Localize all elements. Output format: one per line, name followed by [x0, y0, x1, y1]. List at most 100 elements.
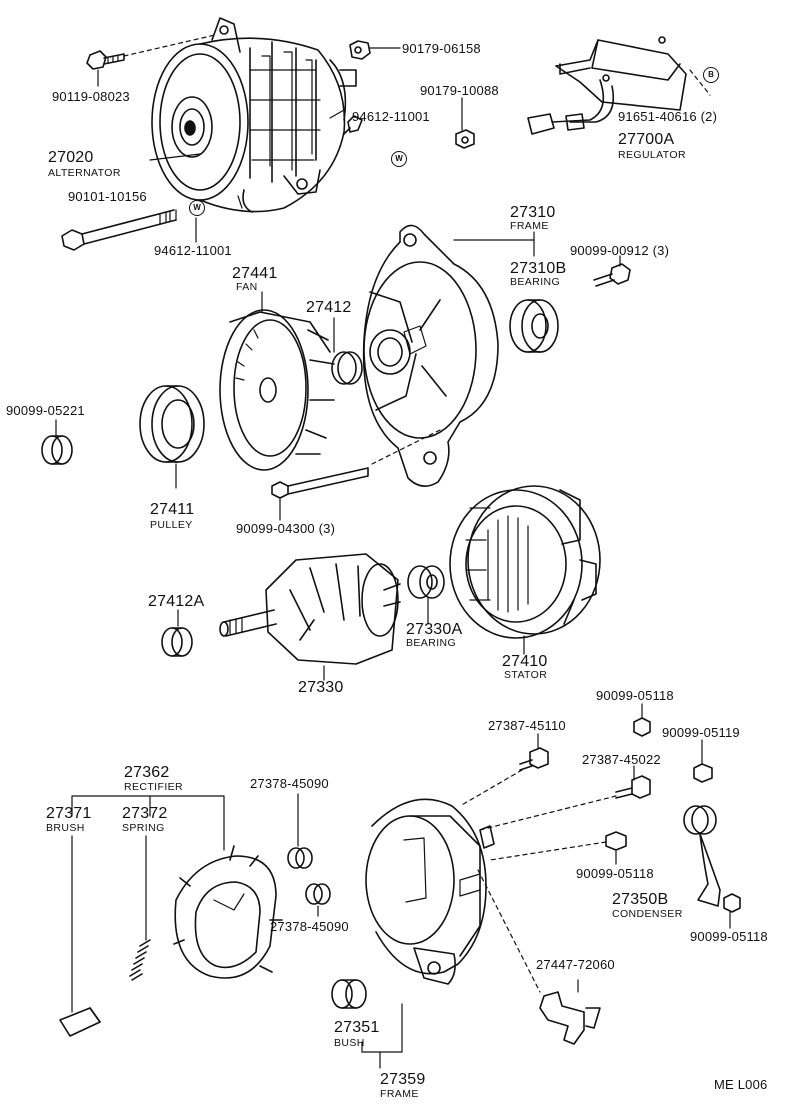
bush-27378-45090-top: [287, 847, 313, 869]
washer-marker-icon: W: [189, 200, 205, 216]
leader-line: [361, 1003, 403, 1069]
drive-end-frame-27310: [362, 224, 499, 487]
part-number-label: 27410: [502, 653, 548, 670]
leader-line: [123, 34, 216, 57]
nut-90099-05221: [41, 435, 73, 465]
part-number-label: 27441: [232, 265, 278, 282]
stud-27387-45110: [519, 747, 549, 771]
spacer-27412: [331, 351, 363, 385]
leader-line: [489, 841, 607, 861]
part-number-label: 94612-11001: [352, 109, 430, 124]
part-name-label: REGULATOR: [618, 149, 686, 161]
part-number-label: 90119-08023: [52, 89, 130, 104]
part-number-label: 27387-45022: [582, 752, 661, 767]
bearing-27310b: [509, 299, 559, 353]
leader-line: [689, 69, 711, 96]
bush-27351: [331, 979, 367, 1009]
part-name-label: STATOR: [504, 669, 548, 681]
rotor-27330: [219, 553, 401, 665]
part-number-label: 27359: [380, 1071, 426, 1088]
part-number-label: 90099-05118: [596, 688, 674, 703]
regulator-27700a: [527, 36, 687, 135]
part-name-label: PULLEY: [150, 519, 193, 531]
leader-line: [149, 153, 201, 161]
spring-27372: [129, 939, 151, 981]
part-number-label: 27447-72060: [536, 957, 615, 972]
nut-90099-05118-right: [723, 893, 741, 913]
part-number-label: 27330A: [406, 621, 463, 638]
leader-line: [479, 795, 617, 831]
part-name-label: CONDENSER: [612, 908, 683, 920]
part-number-label: 27310B: [510, 260, 567, 277]
bearing-27330a: [407, 565, 445, 599]
terminal-clip: [343, 115, 363, 135]
part-number-label: 27378-45090: [250, 776, 329, 791]
part-number-label: 27412A: [148, 593, 205, 610]
insulator-90099-05118-top: [633, 717, 651, 737]
connector-marker-icon: B: [703, 67, 719, 83]
part-name-label: FRAME: [380, 1088, 419, 1100]
part-number-label: 90179-10088: [420, 83, 499, 98]
terminal-plate-27447-72060: [539, 991, 601, 1045]
long-bolt-90101-10156: [61, 209, 177, 251]
stud-27387-45022: [615, 775, 651, 799]
part-number-label: 27362: [124, 764, 170, 781]
bolt-90119-08023: [86, 50, 125, 70]
part-number-label: 90099-05119: [662, 725, 740, 740]
diagram-code: ME L006: [714, 1077, 768, 1092]
leader-line: [329, 109, 345, 119]
through-bolt-90099-04300: [271, 467, 369, 499]
part-number-label: 27387-45110: [488, 718, 566, 733]
rear-frame-27359: [365, 798, 495, 985]
part-number-label: 27378-45090: [270, 919, 349, 934]
stator-27410: [449, 485, 601, 639]
part-number-label: 27412: [306, 299, 352, 316]
nut-90179-10088: [455, 129, 475, 149]
alternator-assembly: [151, 17, 357, 213]
part-number-label: 90099-05221: [6, 403, 85, 418]
rectifier-27362: [173, 845, 283, 979]
part-number-label: 90099-05118: [576, 866, 654, 881]
part-number-label: 27020: [48, 149, 94, 166]
part-number-label: 27310: [510, 204, 556, 221]
part-name-label: RECTIFIER: [124, 781, 184, 793]
leader-line: [71, 795, 225, 851]
part-name-label: BEARING: [510, 276, 561, 288]
leader-line: [453, 231, 535, 257]
part-number-label: 27411: [150, 501, 195, 518]
part-name-label: FAN: [236, 281, 258, 293]
part-number-label: 27351: [334, 1019, 380, 1036]
part-number-label: 27700A: [618, 131, 675, 148]
part-number-label: 90099-04300 (3): [236, 521, 336, 536]
fan-27441: [219, 309, 335, 471]
part-name-label: FRAME: [510, 220, 549, 232]
part-number-label: 91651-40616 (2): [618, 109, 718, 124]
nut-90099-05118-mid: [605, 831, 627, 851]
part-name-label: BUSH: [334, 1037, 365, 1049]
leader-line: [459, 769, 523, 807]
part-number-label: 27371: [46, 805, 92, 822]
part-number-label: 90099-00912 (3): [570, 243, 670, 258]
screw-90099-00912: [593, 263, 631, 287]
part-number-label: 90101-10156: [68, 189, 147, 204]
part-name-label: SPRING: [122, 822, 165, 834]
part-number-label: 27330: [298, 679, 344, 696]
condenser-27350b: [683, 805, 721, 907]
part-name-label: ALTERNATOR: [48, 167, 121, 179]
bush-27378-45090-bottom: [305, 883, 331, 905]
washer-marker-icon: W: [391, 151, 407, 167]
insulator-90099-05119: [693, 763, 713, 783]
part-number-label: 90099-05118: [690, 929, 768, 944]
part-number-label: 27372: [122, 805, 168, 822]
pulley-27411: [139, 385, 205, 463]
part-name-label: BRUSH: [46, 822, 85, 834]
part-number-label: 27350B: [612, 891, 669, 908]
part-number-label: 94612-11001: [154, 243, 232, 258]
part-name-label: BEARING: [406, 637, 457, 649]
part-number-label: 90179-06158: [402, 41, 481, 56]
nut-90179-06158: [349, 40, 371, 60]
leader-line: [477, 869, 541, 993]
spacer-27412a: [161, 627, 193, 657]
brush-27371: [59, 1007, 101, 1037]
